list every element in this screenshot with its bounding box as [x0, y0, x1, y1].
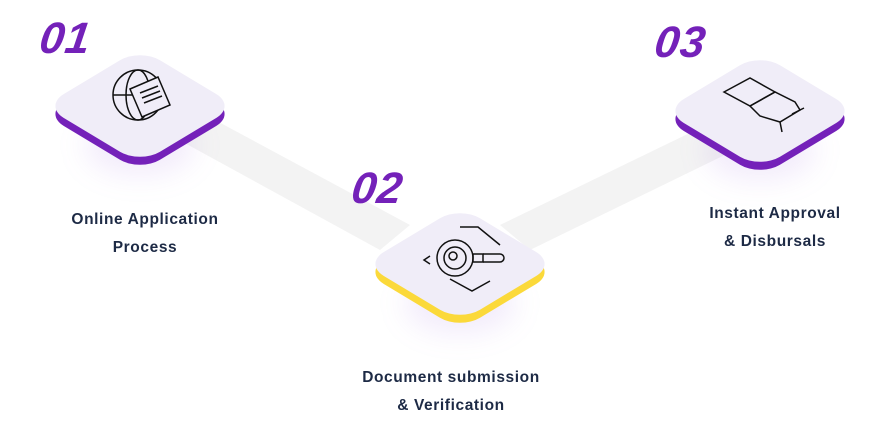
step-1-tile	[43, 45, 237, 175]
step-3-number: 03	[651, 18, 710, 67]
step-3-label: Instant Approval & Disbursals	[670, 200, 880, 256]
thumbs-up-icon	[722, 77, 805, 133]
globe-document-icon	[112, 69, 171, 121]
step-1-number: 01	[36, 14, 95, 63]
magnifier-document-icon	[422, 226, 505, 292]
connector-2-3	[500, 128, 735, 250]
step-2-title-line2: & Verification	[397, 397, 505, 414]
step-1-title-line1: Online Application	[71, 211, 219, 228]
step-2-title-line1: Document submission	[362, 369, 540, 386]
step-2-tile	[363, 203, 557, 333]
step-2-label: Document submission & Verification	[336, 364, 566, 420]
step-2-number: 02	[348, 164, 407, 213]
step-3-title-line2: & Disbursals	[724, 233, 826, 250]
step-1-label: Online Application Process	[40, 206, 250, 262]
step-3-tile	[663, 50, 857, 180]
connector-1-2	[170, 120, 410, 250]
step-1-title-line2: Process	[112, 239, 178, 256]
step-3-title-line1: Instant Approval	[709, 205, 841, 222]
